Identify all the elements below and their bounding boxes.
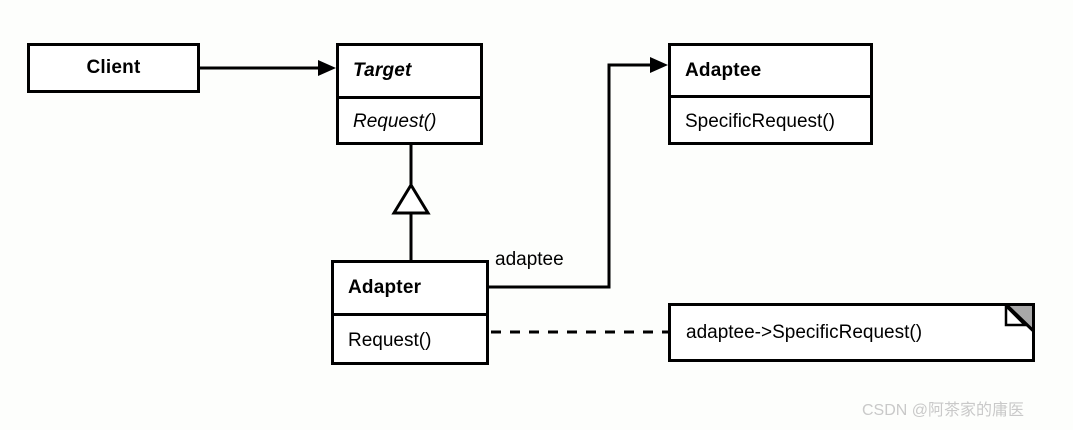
class-box-client[interactable]: Client <box>27 43 200 93</box>
connector-client-to-target <box>200 60 336 76</box>
class-box-target[interactable]: Target Request() <box>336 43 483 145</box>
adaptee-operations-compartment: SpecificRequest() <box>671 95 870 145</box>
adapter-title-compartment: Adapter <box>334 263 486 313</box>
class-box-adaptee[interactable]: Adaptee SpecificRequest() <box>668 43 873 145</box>
connector-adapter-to-adaptee <box>489 57 668 289</box>
uml-note[interactable]: adaptee->SpecificRequest() <box>668 303 1035 362</box>
adapter-adaptee-polyline <box>489 63 662 289</box>
class-name-adaptee: Adaptee <box>685 59 762 81</box>
note-fold-highlight-icon <box>1004 303 1029 327</box>
note-body-path <box>668 303 1035 362</box>
adaptee-title-compartment: Adaptee <box>671 46 870 95</box>
operation-adapter-request: Request() <box>348 329 432 351</box>
operation-target-request: Request() <box>353 111 437 132</box>
connector-adapter-to-target <box>391 145 431 260</box>
target-operations-compartment: Request() <box>339 96 480 145</box>
class-box-adapter[interactable]: Adapter Request() <box>331 260 489 365</box>
operation-adaptee-specific-request: SpecificRequest() <box>685 110 835 132</box>
class-name-client: Client <box>86 57 141 78</box>
client-title-compartment: Client <box>30 46 197 90</box>
connector-adapter-to-note <box>457 324 668 340</box>
note-text: adaptee->SpecificRequest() <box>686 321 923 343</box>
adapter-operations-compartment: Request() <box>334 313 486 365</box>
client-target-arrowhead-icon <box>318 60 336 76</box>
class-name-adapter: Adapter <box>348 277 422 298</box>
target-title-compartment: Target <box>339 46 480 96</box>
watermark-text: CSDN @阿茶家的庸医 <box>862 402 1025 419</box>
class-name-target: Target <box>353 60 412 81</box>
hollow-triangle-icon <box>391 182 431 215</box>
association-role-label-adaptee: adaptee <box>495 249 564 270</box>
note-shape <box>668 303 1035 362</box>
adapter-adaptee-arrowhead-icon <box>650 57 668 73</box>
